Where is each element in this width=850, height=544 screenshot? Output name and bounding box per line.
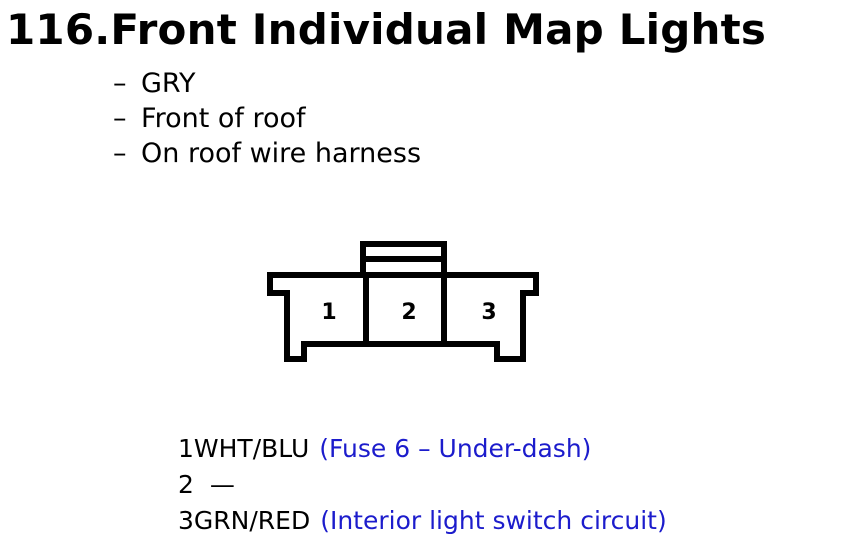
connector-housing <box>267 272 539 362</box>
pin-wire-color: WHT/BLU <box>193 434 310 463</box>
pin-label-2: 2 <box>401 300 416 325</box>
detail-harness: –On roof wire harness <box>113 136 421 171</box>
list-dash: – <box>113 138 127 169</box>
pin-wire-color: GRN/RED <box>193 506 311 535</box>
detail-location: –Front of roof <box>113 101 421 136</box>
list-dash: – <box>113 103 127 134</box>
pin-wire-color: — <box>209 470 235 499</box>
detail-color: –GRY <box>113 66 421 101</box>
connector-diagram: 1 2 3 <box>267 241 539 362</box>
list-dash: – <box>113 68 127 99</box>
pin-number: 1 <box>178 434 194 463</box>
connector-details-list: –GRY –Front of roof –On roof wire harnes… <box>113 66 421 171</box>
pin-row-1: 1WHT/BLU (Fuse 6 – Under-dash) <box>178 431 667 467</box>
pin-label-3: 3 <box>481 300 496 325</box>
pin-number: 3 <box>178 506 194 535</box>
pin-row-2: 2— <box>178 467 667 503</box>
pin-label-1: 1 <box>321 300 336 325</box>
pin-number: 2 <box>178 470 194 499</box>
detail-harness-text: On roof wire harness <box>141 138 422 169</box>
page-title: 116.Front Individual Map Lights <box>6 5 767 54</box>
pin-note: (Fuse 6 – Under-dash) <box>319 434 592 463</box>
pin-note: (Interior light switch circuit) <box>320 506 667 535</box>
pin-row-3: 3GRN/RED (Interior light switch circuit) <box>178 503 667 539</box>
pin-assignment-list: 1WHT/BLU(Fuse 6 – Under-dash) 2— 3GRN/RE… <box>178 431 667 539</box>
detail-color-text: GRY <box>141 68 196 99</box>
detail-location-text: Front of roof <box>141 103 306 134</box>
